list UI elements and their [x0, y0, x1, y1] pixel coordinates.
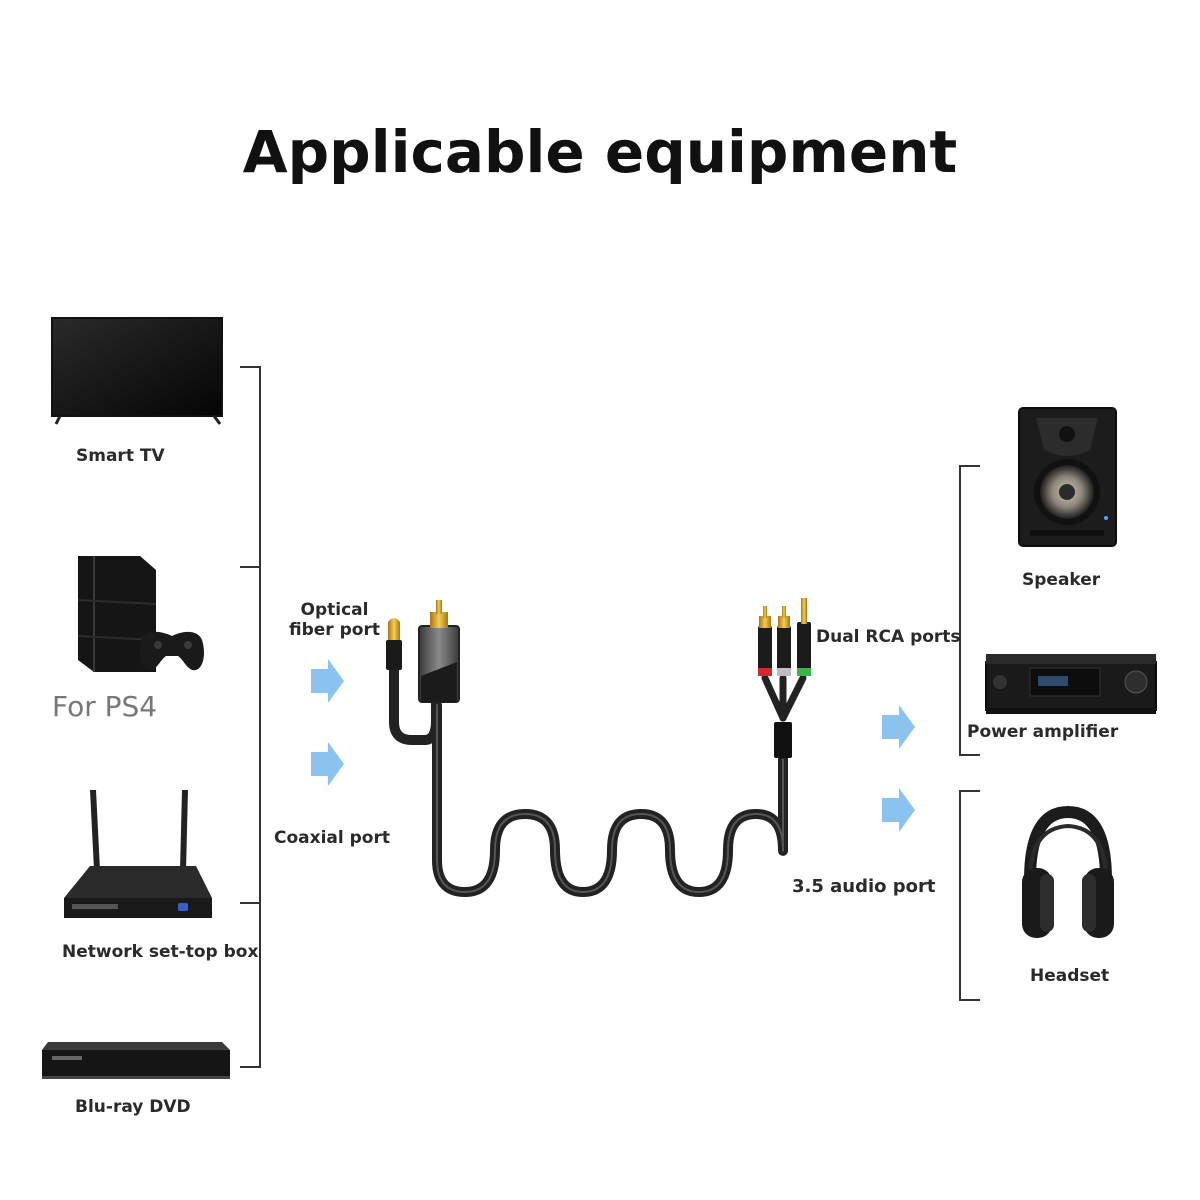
tv-icon [51, 317, 223, 425]
splitter-block [774, 722, 792, 758]
game-console-icon [77, 556, 204, 672]
amplifier-icon [985, 654, 1157, 714]
port-label-optical: Optical fiber port [289, 600, 380, 640]
device-label-bluray: Blu-ray DVD [75, 1097, 191, 1117]
arrow-right-icon [311, 659, 344, 703]
device-label-speaker: Speaker [1022, 570, 1101, 590]
device-label-headset: Headset [1030, 966, 1110, 986]
rca-connector-white [777, 606, 791, 676]
coaxial-connector-icon [418, 600, 460, 703]
device-label-set-top-box: Network set-top box [62, 942, 259, 962]
port-label-coaxial: Coaxial port [274, 828, 390, 848]
device-label-amplifier: Power amplifier [967, 722, 1119, 742]
speaker-icon [1018, 407, 1117, 547]
optical-connector-icon [386, 618, 402, 670]
right-bracket-bottom [959, 790, 980, 1001]
arrow-right-icon [882, 705, 915, 749]
right-bracket-top [959, 465, 980, 756]
audio-35-connector [797, 598, 811, 676]
bluray-player-icon [42, 1042, 230, 1079]
left-bracket [240, 366, 261, 1068]
arrow-right-icon [882, 788, 915, 832]
device-label-ps4: For PS4 [52, 690, 158, 723]
device-label-smart-tv: Smart TV [76, 446, 165, 466]
port-label-rca: Dual RCA ports [816, 627, 961, 647]
router-icon [64, 790, 212, 918]
rca-connector-red [758, 606, 772, 676]
arrow-right-icon [311, 742, 344, 786]
page-title: Applicable equipment [242, 118, 958, 186]
port-label-35: 3.5 audio port [792, 876, 936, 897]
headphones-icon [1022, 805, 1114, 938]
